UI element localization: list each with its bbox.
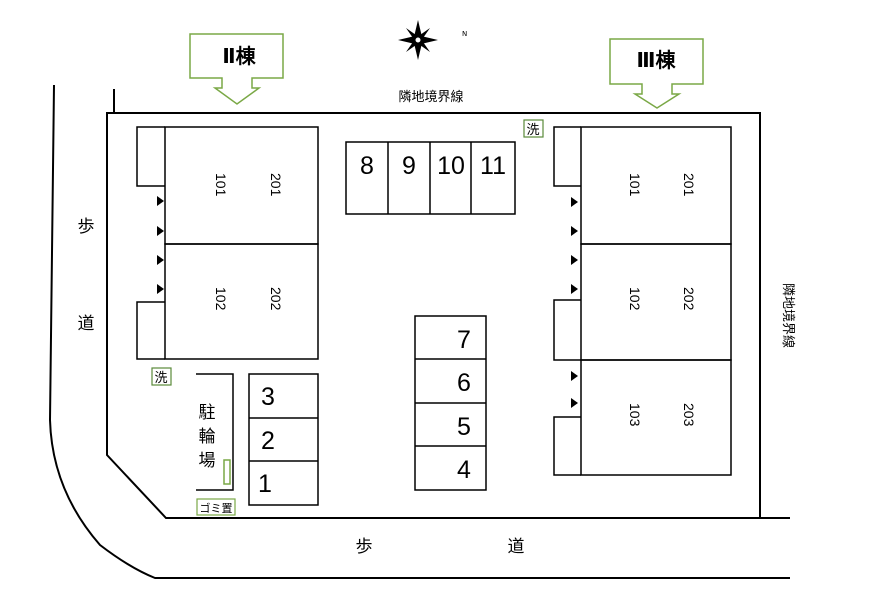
parking-space-number: 5 — [457, 413, 471, 441]
parking-space-number: 8 — [360, 152, 374, 180]
unit-label: 101 — [213, 173, 229, 197]
parking-space-number: 3 — [261, 383, 275, 411]
sidewalk-left-char-1: 歩 — [78, 217, 95, 237]
building-3-label: Ⅲ棟 — [637, 48, 677, 72]
compass-north-label: N — [462, 30, 467, 38]
unit-label: 203 — [681, 403, 697, 427]
unit-label: 102 — [627, 287, 643, 311]
laundry-marker-left: 洗 — [151, 367, 172, 386]
building-2-label: Ⅱ棟 — [222, 44, 256, 68]
unit-label: 202 — [681, 287, 697, 311]
parking-space-number: 10 — [437, 152, 465, 180]
unit-label: 201 — [681, 173, 697, 197]
sidewalk-bottom-char-1: 歩 — [356, 537, 373, 557]
garbage-label: ゴミ置 — [200, 501, 233, 515]
building-2-callout: Ⅱ棟 — [189, 33, 284, 105]
property-boundary — [113, 89, 761, 518]
parking-space-number: 4 — [457, 456, 471, 484]
bicycle-parking-area — [196, 373, 234, 491]
building-3-entrance-markers — [571, 197, 578, 408]
parking-center-column — [414, 315, 487, 491]
building-2 — [136, 126, 319, 360]
bicycle-parking-char: 場 — [199, 451, 216, 471]
sidewalk-bottom-char-2: 道 — [508, 537, 525, 557]
unit-label: 201 — [268, 173, 284, 197]
laundry-marker-right: 洗 — [523, 119, 544, 138]
parking-space-number: 7 — [457, 326, 471, 354]
compass-icon: N — [398, 20, 467, 60]
bicycle-parking-char: 駐 — [199, 403, 216, 423]
laundry-label: 洗 — [526, 123, 539, 138]
building-2-entrance-markers — [157, 196, 164, 294]
laundry-label: 洗 — [154, 371, 167, 386]
garbage-area: ゴミ置 — [196, 498, 236, 516]
unit-label: 101 — [627, 173, 643, 197]
parking-top-row — [345, 141, 516, 215]
parking-space-number: 11 — [480, 152, 506, 180]
outer-road-edge — [48, 84, 790, 579]
boundary-top-label: 隣地境界線 — [398, 89, 463, 105]
parking-space-number: 2 — [261, 427, 275, 455]
inner-road-edge — [106, 112, 790, 519]
parking-space-number: 1 — [258, 470, 272, 498]
unit-label: 102 — [213, 287, 229, 311]
building-3 — [553, 126, 732, 476]
parking-left-column — [248, 373, 319, 506]
unit-label: 103 — [627, 403, 643, 427]
parking-space-number: 6 — [457, 369, 471, 397]
bicycle-parking-char: 輪 — [199, 427, 216, 447]
building-3-callout: Ⅲ棟 — [609, 38, 704, 109]
parking-space-number: 9 — [402, 152, 416, 180]
boundary-right-label: 隣地境界線 — [780, 283, 796, 348]
unit-label: 202 — [268, 287, 284, 311]
sidewalk-left-char-2: 道 — [78, 314, 95, 334]
